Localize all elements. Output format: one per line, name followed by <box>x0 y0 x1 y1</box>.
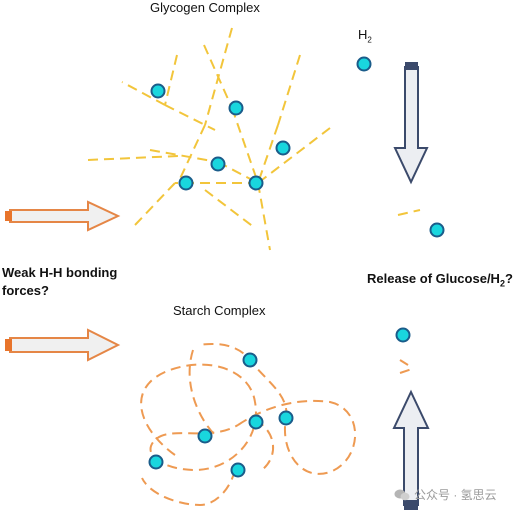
starch-molecule <box>197 428 213 444</box>
glycogen-title: Glycogen Complex <box>150 0 260 15</box>
glycogen-molecule <box>228 100 244 116</box>
watermark: 公众号 · 氢思云 <box>394 486 497 503</box>
h2-symbol: H <box>358 27 368 42</box>
molecules <box>148 56 445 478</box>
arrow-down <box>393 62 429 185</box>
watermark-text: 公众号 · 氢思云 <box>414 488 497 502</box>
weak-bonding-label: Weak H-H bonding forces? <box>2 264 117 300</box>
release-subscript: 2 <box>499 278 505 289</box>
starch-molecule <box>278 410 294 426</box>
released-molecule <box>429 222 445 238</box>
glycogen-molecule <box>248 175 264 191</box>
wechat-icon <box>394 489 410 501</box>
h2-label: H2 <box>358 27 372 45</box>
starch-molecule <box>148 454 164 470</box>
glycogen-branches <box>87 27 421 251</box>
release-prefix: Release of Glucose/H <box>367 271 500 286</box>
arrow-right-lower <box>5 328 121 362</box>
starch-molecule <box>248 414 264 430</box>
released-molecule <box>395 327 411 343</box>
weak-bonding-line1: Weak H-H bonding <box>2 265 118 280</box>
glycogen-molecule <box>150 83 166 99</box>
glycogen-molecule <box>178 175 194 191</box>
starch-title: Starch Complex <box>173 303 266 318</box>
glycogen-molecule <box>210 156 226 172</box>
starch-molecule <box>242 352 258 368</box>
release-label: Release of Glucose/H2? <box>367 270 513 293</box>
arrow-up <box>392 389 430 510</box>
h2-molecule <box>356 56 372 72</box>
arrow-right-upper <box>5 200 121 232</box>
h2-subscript: 2 <box>367 35 372 45</box>
release-suffix: ? <box>504 271 513 286</box>
weak-bonding-line2: forces? <box>2 283 49 298</box>
glycogen-molecule <box>275 140 291 156</box>
starch-molecule <box>230 462 246 478</box>
starch-chains <box>140 342 416 507</box>
